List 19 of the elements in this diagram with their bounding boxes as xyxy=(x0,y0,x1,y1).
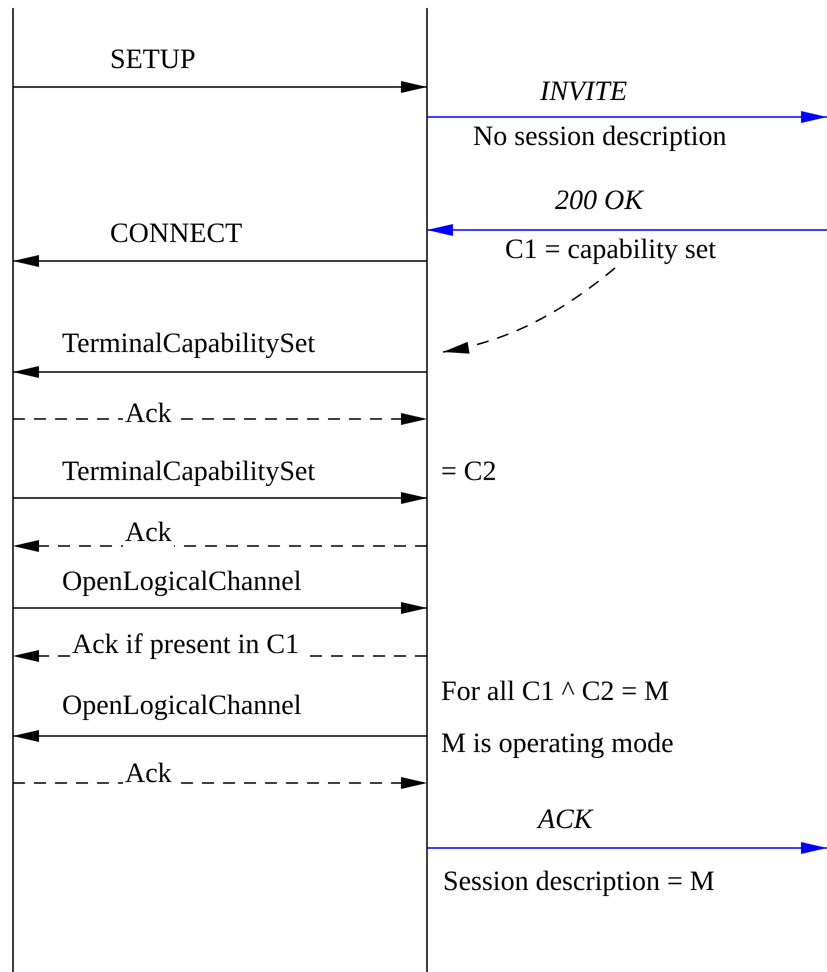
note-text: Session description = M xyxy=(443,866,715,898)
arrow xyxy=(13,81,427,93)
dashed-arrow xyxy=(442,267,616,354)
lifeline xyxy=(12,8,14,972)
dashed-arrow xyxy=(13,540,427,552)
lifeline xyxy=(426,8,428,972)
note-text: = C2 xyxy=(441,456,496,488)
arrow xyxy=(13,366,427,378)
arrow xyxy=(13,255,427,267)
arrow xyxy=(427,224,827,236)
arrow xyxy=(13,602,427,614)
arrow xyxy=(427,842,827,854)
arrow xyxy=(13,492,427,504)
arrow xyxy=(13,730,427,742)
note-text: For all C1 ^ C2 = M xyxy=(441,676,670,708)
arrow xyxy=(427,111,827,123)
note-text: M is operating mode xyxy=(441,728,674,760)
note-text: C1 = capability set xyxy=(505,234,716,266)
note-text: No session description xyxy=(473,121,727,153)
